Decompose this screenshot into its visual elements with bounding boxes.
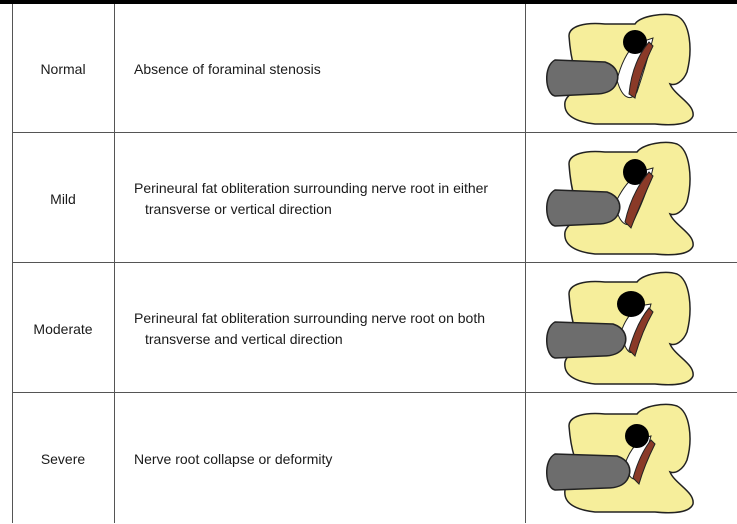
- grade-cell: Moderate: [33, 321, 93, 337]
- stenosis-grading-table: Normal Absence of foraminal stenosis Mil…: [12, 4, 737, 523]
- table-row: Severe Nerve root collapse or deformity: [12, 394, 737, 524]
- grade-cell: Severe: [40, 451, 86, 467]
- grade-cell: Mild: [50, 191, 76, 207]
- table-row: Moderate Perineural fat obliteration sur…: [12, 264, 737, 394]
- description-text: Perineural fat obliteration surrounding …: [134, 310, 485, 347]
- foramen-normal-icon: [525, 4, 737, 134]
- row-divider: [12, 262, 737, 263]
- description-cell: Perineural fat obliteration surrounding …: [134, 264, 522, 394]
- table-row: Mild Perineural fat obliteration surroun…: [12, 134, 737, 264]
- row-divider: [12, 392, 737, 393]
- description-text: Nerve root collapse or deformity: [134, 450, 333, 467]
- foramen-mild-icon: [525, 134, 737, 264]
- column-divider: [12, 4, 13, 523]
- column-divider: [114, 4, 115, 523]
- column-divider: [525, 4, 526, 523]
- grade-cell: Normal: [40, 61, 86, 77]
- table-row: Normal Absence of foraminal stenosis: [12, 4, 737, 134]
- foramen-severe-icon: [525, 394, 737, 524]
- description-text: Perineural fat obliteration surrounding …: [134, 180, 489, 217]
- table-top-rule: [0, 0, 737, 4]
- description-text: Absence of foraminal stenosis: [134, 60, 321, 77]
- description-cell: Nerve root collapse or deformity: [134, 394, 522, 524]
- row-divider: [12, 132, 737, 133]
- description-cell: Perineural fat obliteration surrounding …: [134, 134, 522, 264]
- foramen-moderate-icon: [525, 264, 737, 394]
- description-cell: Absence of foraminal stenosis: [134, 4, 522, 134]
